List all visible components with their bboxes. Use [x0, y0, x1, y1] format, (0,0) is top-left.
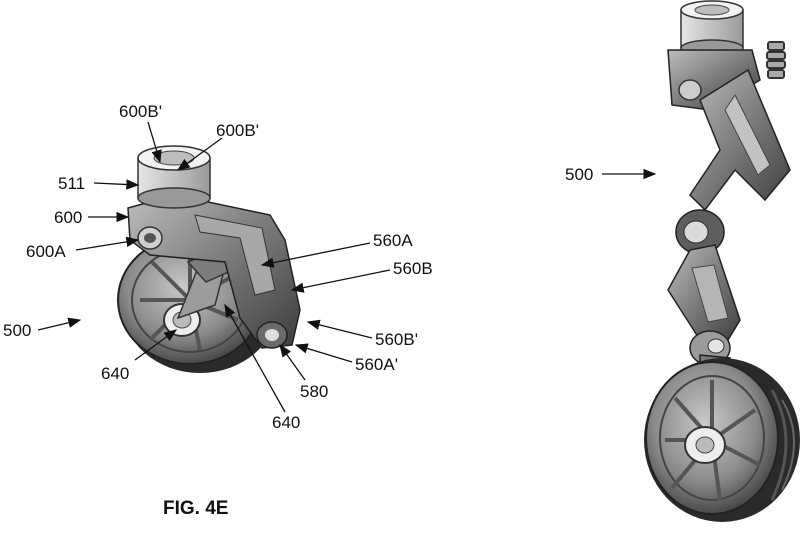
label-560b: 560B [393, 259, 433, 278]
label-640-left: 640 [101, 364, 130, 383]
right-assembly [644, 0, 800, 522]
label-600a: 600A [26, 242, 66, 261]
left-assembly [117, 145, 301, 373]
right-spring [766, 41, 786, 79]
label-560b-prime: 560B' [375, 330, 418, 349]
label-560a-prime: 560A' [355, 355, 398, 374]
label-560a: 560A [373, 231, 413, 250]
label-640-bottom: 640 [272, 413, 301, 432]
figure-caption: FIG. 4E [163, 498, 229, 519]
left-frame-body [127, 194, 301, 349]
label-500-left: 500 [3, 321, 32, 340]
label-511: 511 [58, 174, 86, 193]
right-wheel [644, 358, 800, 522]
label-600: 600 [54, 208, 83, 227]
label-500-right: 500 [565, 165, 594, 184]
label-600b-prime-top: 600B' [119, 102, 162, 121]
label-600b-prime-right: 600B' [216, 121, 259, 140]
left-top-collar [137, 145, 211, 209]
leader-lines [37, 121, 657, 413]
right-top-collar [680, 0, 744, 57]
label-580: 580 [300, 382, 329, 401]
